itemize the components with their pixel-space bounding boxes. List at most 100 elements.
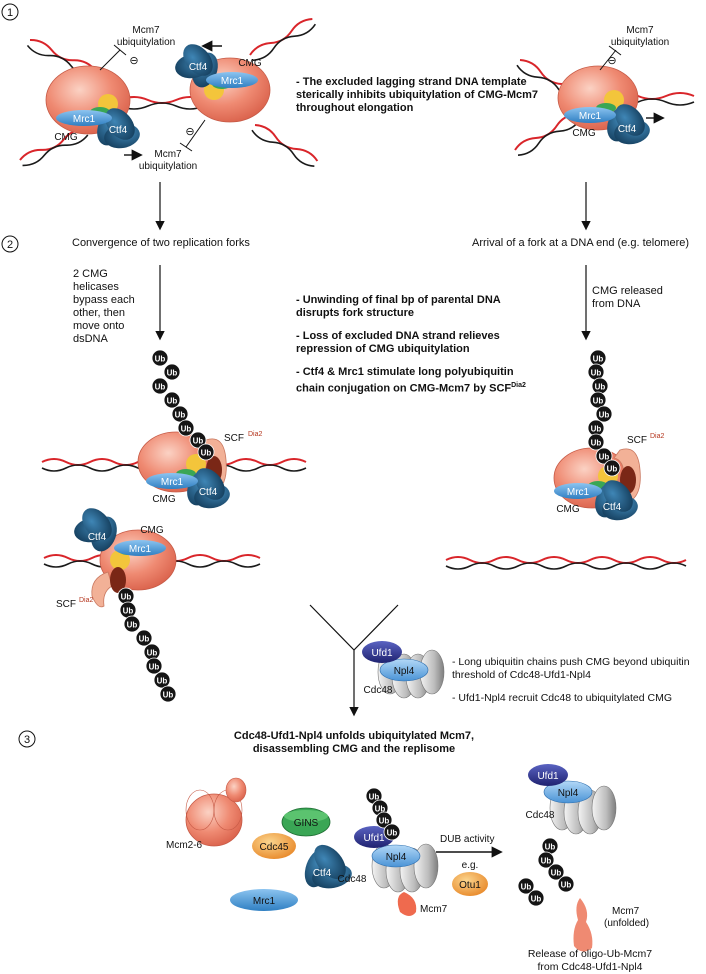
svg-text:3: 3 <box>24 734 30 746</box>
npl4-protein: Npl4 <box>371 844 421 868</box>
ubiquitin-label: Ub <box>561 881 572 890</box>
mrc1-protein: Mrc1 <box>146 473 198 489</box>
svg-text:Ufd1: Ufd1 <box>371 648 393 659</box>
ubiquitin-bead: Ub <box>603 459 621 477</box>
svg-text:Otu1: Otu1 <box>459 880 481 891</box>
svg-text:⊖: ⊖ <box>185 126 194 138</box>
ubiquitin-bead: Ub <box>383 823 401 841</box>
ubiquitin-label: Ub <box>591 369 602 378</box>
cdc48-notes: - Long ubiquitin chains push CMG beyond … <box>452 656 702 715</box>
note-ubiquitin-threshold: - Long ubiquitin chains push CMG beyond … <box>452 656 690 681</box>
ubiquitin-label: Ub <box>121 593 132 602</box>
svg-text:⊖: ⊖ <box>129 55 138 67</box>
ubiquitin-bead: Ub <box>189 431 207 449</box>
cmg-label: CMG <box>140 525 164 536</box>
scf-dia2-label: SCF Dia2 <box>224 431 263 444</box>
cdc45-protein: Cdc45 <box>252 833 296 859</box>
note-excluded-strand: - Loss of excluded DNA strand relieves r… <box>296 330 500 355</box>
ubiquitin-label: Ub <box>175 411 186 420</box>
svg-text:Mcm7: Mcm7 <box>132 25 160 36</box>
ubiquitin-bead: Ub <box>595 405 613 423</box>
panel2-right-step: CMG released from DNA <box>592 285 663 310</box>
ubiquitin-label: Ub <box>167 369 178 378</box>
ubiquitin-label: Ub <box>155 355 166 364</box>
svg-text:Ctf4: Ctf4 <box>88 532 107 543</box>
ubiquitin-bead: Ub <box>135 629 153 647</box>
ubiquitin-bead: Ub <box>587 363 605 381</box>
ufd1-protein: Ufd1 <box>528 764 568 786</box>
ubiquitin-label: Ub <box>593 397 604 406</box>
dna-double-helix <box>19 18 319 167</box>
svg-text:Dia2: Dia2 <box>248 431 263 438</box>
svg-text:Cdc45: Cdc45 <box>260 842 289 853</box>
mrc1-protein: Mrc1 <box>230 889 298 911</box>
mrc1-protein: Mrc1 <box>554 483 602 499</box>
scf-dia2-ligase <box>91 567 126 608</box>
ctf4-trimer: Ctf4 <box>175 44 218 88</box>
svg-text:Ctf4: Ctf4 <box>189 62 208 73</box>
ubiquitin-bead: Ub <box>119 601 137 619</box>
svg-text:Ufd1: Ufd1 <box>537 771 559 782</box>
note-ctf4-mrc1: - Ctf4 & Mrc1 stimulate long polyubiquit… <box>296 366 526 395</box>
ubiquitin-label: Ub <box>139 635 150 644</box>
svg-text:ubiquitylation: ubiquitylation <box>611 37 669 48</box>
ubiquitin-bead: Ub <box>159 685 177 703</box>
svg-text:ubiquitylation: ubiquitylation <box>139 161 197 172</box>
ubiquitin-bead: Ub <box>171 405 189 423</box>
step-number-2: 2 <box>1 235 19 253</box>
panel2-notes: - Unwinding of final bp of parental DNA … <box>296 294 528 406</box>
inhibition-mcm7-single: Mcm7 ubiquitylation ⊖ <box>599 25 669 71</box>
otu1-protein: Otu1 <box>452 872 488 896</box>
panel3-title: Cdc48-Ufd1-Npl4 unfolds ubiquitylated Mc… <box>233 730 475 755</box>
ubiquitin-label: Ub <box>545 843 556 852</box>
cdc48-label: Cdc48 <box>526 810 555 821</box>
ctf4-trimer: Ctf4 <box>607 104 650 145</box>
svg-text:Mrc1: Mrc1 <box>253 896 276 907</box>
ubiquitin-label: Ub <box>379 817 390 826</box>
cmg-label: CMG <box>572 128 596 139</box>
ubiquitin-bead: Ub <box>151 377 169 395</box>
svg-text:GINS: GINS <box>294 818 319 829</box>
ctf4-trimer: Ctf4 <box>74 508 117 552</box>
ubiquitin-bead: Ub <box>163 391 181 409</box>
cmg-label: CMG <box>54 132 78 143</box>
cmg-label: CMG <box>556 504 580 515</box>
svg-text:⊖: ⊖ <box>607 55 616 67</box>
ubiquitin-label: Ub <box>591 439 602 448</box>
svg-text:Dia2: Dia2 <box>650 433 665 440</box>
ubiquitin-label: Ub <box>599 411 610 420</box>
ubiquitin-label: Ub <box>593 355 604 364</box>
npl4-protein: Npl4 <box>379 658 429 682</box>
ubiquitin-bead: Ub <box>177 419 195 437</box>
svg-text:Ctf4: Ctf4 <box>109 125 128 136</box>
ubiquitin-bead: Ub <box>547 863 565 881</box>
npl4-protein: Npl4 <box>543 780 593 804</box>
ubiquitin-label: Ub <box>157 677 168 686</box>
ubiquitin-bead: Ub <box>163 363 181 381</box>
ubiquitin-bead: Ub <box>589 391 607 409</box>
ubiquitin-label: Ub <box>531 895 542 904</box>
ubiquitin-label: Ub <box>167 397 178 406</box>
mcm2-6-label: Mcm2-6 <box>166 840 203 851</box>
svg-text:SCF: SCF <box>627 435 647 446</box>
mcm7-unfolded <box>573 898 593 952</box>
note-unwinding: - Unwinding of final bp of parental DNA … <box>296 294 501 319</box>
ubiquitin-label: Ub <box>369 793 380 802</box>
cmg-label: CMG <box>152 494 176 505</box>
ctf4-trimer: Ctf4 <box>595 480 638 521</box>
ctf4-trimer: Ctf4 <box>304 844 352 889</box>
ubiquitin-bead: Ub <box>595 447 613 465</box>
step-number-3: 3 <box>18 730 36 748</box>
ubiquitin-bead: Ub <box>537 851 555 869</box>
ubiquitin-label: Ub <box>127 621 138 630</box>
ubiquitin-label: Ub <box>123 607 134 616</box>
ubiquitin-bead: Ub <box>527 889 545 907</box>
ubiquitin-label: Ub <box>387 829 398 838</box>
svg-text:Mrc1: Mrc1 <box>579 111 602 122</box>
inhibition-mcm7-top: Mcm7 ubiquitylation ⊖ <box>99 25 175 71</box>
ufd1-protein: Ufd1 <box>362 641 402 663</box>
